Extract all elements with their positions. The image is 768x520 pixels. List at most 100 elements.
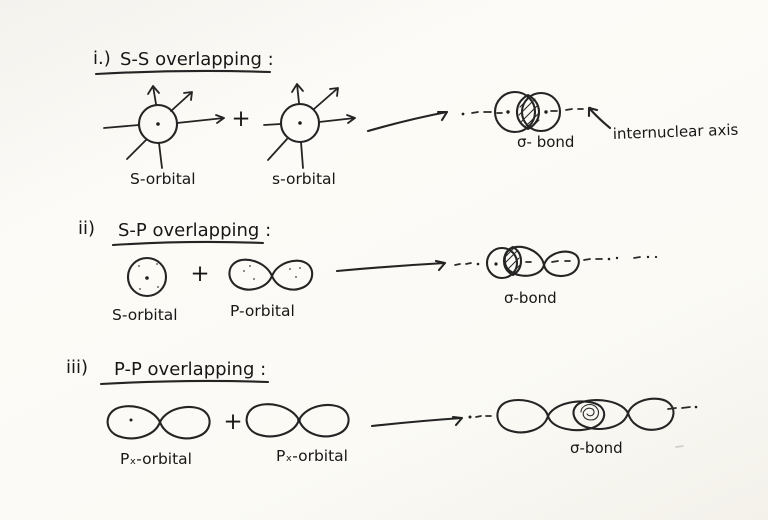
internuclear-axis-pointer — [587, 106, 612, 130]
axis-dot — [646, 255, 650, 259]
axis-dashes-left — [471, 111, 492, 114]
axis-dashes-left — [475, 415, 492, 418]
sigma-bond-ss-result — [461, 90, 592, 134]
left-orbital-label: Pₓ-orbital — [120, 450, 192, 468]
faint-pencil-mark — [675, 445, 684, 448]
electron-speck — [295, 276, 297, 278]
s-orbital-circle — [137, 103, 179, 145]
electron-speck — [289, 268, 291, 270]
middle-lobe-b — [572, 399, 630, 430]
overlap-lens — [515, 93, 541, 131]
long-right-arrow — [335, 259, 447, 273]
right-orbital-label: Pₓ-orbital — [276, 447, 348, 465]
nucleus-dot — [506, 110, 510, 114]
lens-hatching — [504, 247, 521, 275]
electron-speck — [253, 278, 255, 280]
up-arrow — [147, 85, 160, 105]
s-orbital-circle — [279, 102, 321, 144]
left-orbital-label: S-orbital — [112, 306, 178, 324]
lower-left-ray — [126, 139, 147, 160]
node-knot — [297, 418, 301, 422]
section-ii-underline — [111, 240, 265, 247]
electron-speck — [299, 267, 301, 269]
down-ray — [300, 141, 304, 169]
s-orbital-drawing — [126, 256, 168, 298]
axis-dot — [461, 112, 465, 116]
sigma-bond-pp-result — [468, 397, 698, 434]
nucleus-dot — [544, 110, 548, 114]
outer-right-lobe — [626, 397, 675, 431]
axis-dashes-right — [667, 406, 691, 410]
upper-right-arrow — [170, 91, 193, 112]
section-sp-overlapping: ii) S-P overlapping : + S-orbital P-orbi… — [78, 218, 658, 324]
middle-lobe-a — [546, 400, 606, 432]
px-right-lobe — [158, 405, 211, 440]
px-left-lobe — [106, 405, 162, 440]
px-orbital-left-drawing — [106, 405, 211, 440]
electron-speck — [139, 288, 141, 290]
nucleus-dot — [494, 262, 498, 266]
left-orbital-label: S-orbital — [130, 170, 196, 188]
px-left-lobe — [245, 403, 301, 438]
long-right-arrow — [366, 110, 449, 133]
sigma-bond-label: σ- bond — [517, 133, 574, 151]
lower-left-ray — [267, 138, 288, 161]
axis-dot — [615, 256, 619, 260]
section-iii-marker: iii) — [66, 357, 88, 378]
section-i-underline — [94, 69, 272, 76]
upper-right-arrow — [313, 87, 339, 110]
electron-speck — [156, 263, 158, 265]
section-pp-overlapping: iii) P-P overlapping : + Pₓ-orbital Pₓ-o… — [66, 357, 698, 468]
lens-hatching — [518, 95, 540, 129]
s-orbital-left-drawing — [103, 85, 225, 169]
axis-dot — [468, 415, 472, 419]
long-right-arrow — [370, 415, 464, 428]
up-arrow — [291, 83, 304, 104]
nucleus-dot — [145, 276, 149, 280]
sigma-bond-label: σ-bond — [570, 439, 623, 457]
electron-speck — [138, 265, 140, 267]
section-iii-title: P-P overlapping : — [114, 359, 266, 380]
reaction-arrow — [335, 259, 447, 273]
px-orbital-right-drawing — [245, 403, 350, 438]
section-i-title: S-S overlapping : — [120, 49, 274, 70]
section-i-marker: i.) — [93, 48, 111, 69]
left-ray — [103, 124, 140, 129]
right-orbital-label: P-orbital — [230, 302, 295, 320]
right-orbital-label: s-orbital — [272, 170, 336, 188]
section-ss-overlapping: i.) S-S overlapping : + S-orbital — [93, 48, 739, 188]
right-arrow — [176, 114, 225, 124]
section-ii-marker: ii) — [78, 218, 95, 239]
nucleus-dot — [129, 418, 133, 422]
plus-sign: + — [231, 106, 250, 132]
internuclear-axis-label: internuclear axis — [613, 121, 739, 143]
axis-dot — [694, 405, 698, 409]
down-ray — [158, 142, 163, 169]
section-iii-underline — [99, 379, 270, 386]
nucleus-dot — [156, 122, 160, 126]
p-orbital-right-lobe — [542, 250, 580, 278]
nucleus-dot — [298, 121, 302, 125]
up-left-arrow — [587, 106, 612, 130]
sigma-bond-sp-result — [454, 245, 658, 280]
axis-dashes-right — [496, 108, 584, 114]
left-ray — [263, 123, 282, 126]
electron-speck — [249, 265, 251, 267]
reaction-arrow — [370, 415, 464, 428]
axis-dashes-left — [454, 262, 472, 266]
p-orbital-drawing — [228, 258, 314, 291]
axis-dot — [476, 262, 480, 266]
right-arrow — [318, 114, 356, 124]
axis-dot — [654, 255, 658, 259]
axis-dot — [607, 257, 611, 261]
axis-dashes-right — [525, 256, 641, 263]
section-ii-title: S-P overlapping : — [118, 220, 271, 241]
s-orbital-right-drawing — [263, 83, 356, 169]
p-orbital-left-lobe — [228, 258, 274, 291]
outer-left-lobe — [496, 399, 550, 434]
electron-speck — [243, 270, 245, 272]
px-right-lobe — [297, 403, 350, 438]
plus-sign: + — [190, 261, 209, 287]
